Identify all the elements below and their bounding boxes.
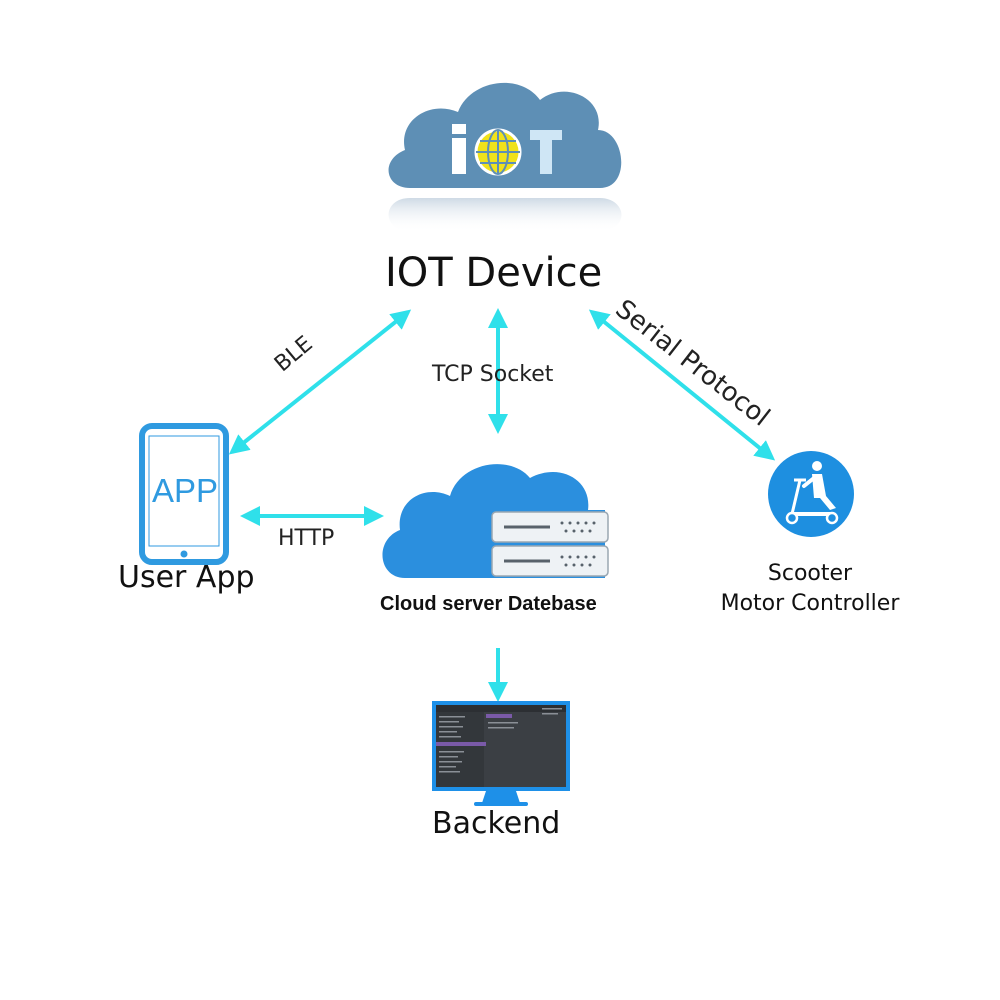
scooter-label: Scooter Motor Controller (700, 559, 920, 619)
app-screen-text: APP (152, 472, 219, 509)
iot-device-label: IOT Device (385, 250, 603, 296)
phone-icon (139, 423, 229, 565)
tcp-socket-label: TCP Socket (432, 362, 554, 387)
monitor-icon (432, 701, 570, 806)
scooter-label-line2: Motor Controller (720, 591, 900, 616)
scooter-label-line1: Scooter (767, 561, 853, 586)
iot-cloud-icon (388, 82, 622, 232)
cloud-server-label: Cloud server Datebase (380, 593, 597, 615)
serial-arrow (588, 309, 776, 461)
http-label: HTTP (278, 526, 335, 551)
backend-label: Backend (432, 806, 561, 841)
user-app-label: User App (118, 560, 255, 595)
ble-arrow (228, 309, 412, 455)
cloud-server-icon (382, 464, 609, 578)
scooter-icon (768, 451, 854, 537)
